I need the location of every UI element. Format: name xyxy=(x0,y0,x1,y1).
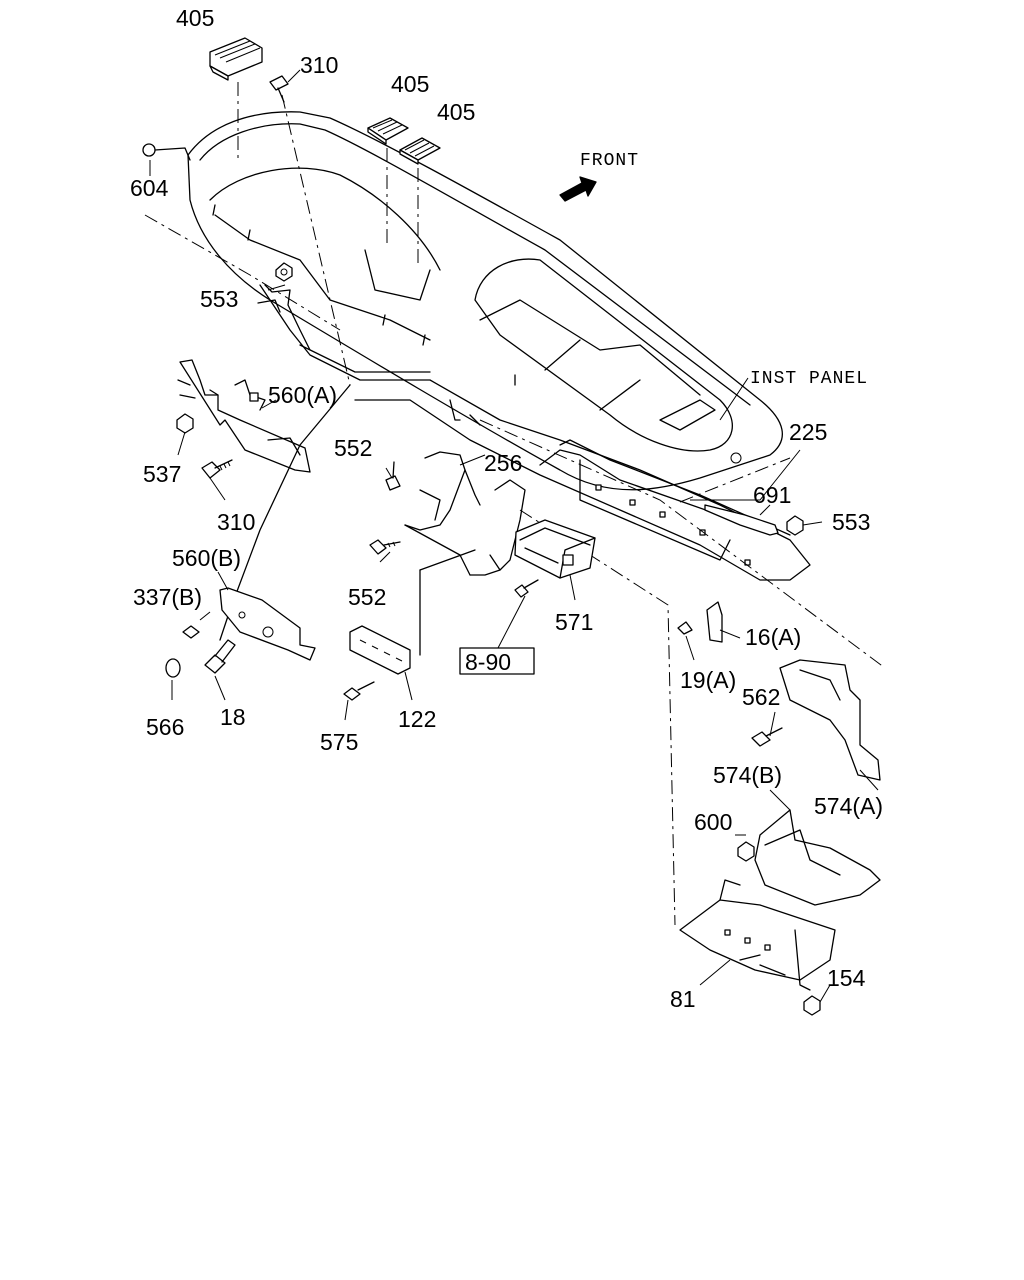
callout-16a: 16(A) xyxy=(745,624,801,650)
callout-537: 537 xyxy=(143,461,181,487)
clip-604 xyxy=(142,143,191,161)
bolt-337b xyxy=(182,625,200,639)
connector-122 xyxy=(349,549,476,675)
callout-8-90: 8-90 xyxy=(465,649,511,675)
bracket-81 xyxy=(679,879,836,991)
callout-574b: 574(B) xyxy=(713,762,782,788)
leader-lines xyxy=(149,69,879,1003)
callout-600: 600 xyxy=(694,809,732,835)
nut-537 xyxy=(176,413,194,434)
nut-600 xyxy=(737,841,755,862)
vent-405-top xyxy=(209,37,263,81)
callout-691: 691 xyxy=(753,482,791,508)
callout-604: 604 xyxy=(130,175,169,201)
callout-552-lower: 552 xyxy=(348,584,386,610)
cross-member xyxy=(259,284,811,581)
callout-310-top: 310 xyxy=(300,52,338,78)
bracket-16a xyxy=(706,601,723,643)
bracket-560a xyxy=(177,359,311,473)
bracket-560b xyxy=(219,587,316,661)
instrument-panel xyxy=(187,111,783,491)
reference-box-8-90 xyxy=(459,647,535,675)
screw-310-top xyxy=(269,75,289,103)
inst-panel-note: INST PANEL xyxy=(750,369,868,389)
trim-691 xyxy=(704,504,779,536)
callout-575: 575 xyxy=(320,729,358,755)
callout-560b: 560(B) xyxy=(172,545,241,571)
callout-553-upper: 553 xyxy=(200,286,238,312)
pocket-571 xyxy=(514,519,596,579)
callout-18: 18 xyxy=(220,704,246,730)
callout-19a: 19(A) xyxy=(680,667,736,693)
nut-553-right xyxy=(786,515,804,536)
bracket-574b xyxy=(754,809,881,906)
bracket-574a xyxy=(779,659,881,781)
o-ring-566 xyxy=(165,658,181,678)
screw-19a xyxy=(677,621,693,635)
callout-574a: 574(A) xyxy=(814,793,883,819)
bolt-552-lower xyxy=(369,539,401,555)
sensor-18 xyxy=(204,639,236,674)
callout-337b: 337(B) xyxy=(133,584,202,610)
callout-122: 122 xyxy=(398,706,436,732)
callout-labels: 405 310 405 405 604 553 560(A) 537 310 5… xyxy=(130,5,883,1012)
callout-405-middle: 405 xyxy=(391,71,429,97)
callout-154: 154 xyxy=(827,965,866,991)
callout-566: 566 xyxy=(146,714,184,740)
callout-562: 562 xyxy=(742,684,780,710)
front-arrow-icon xyxy=(559,176,597,202)
vent-405-right xyxy=(399,137,441,165)
nut-553-upper xyxy=(275,262,293,282)
callout-553-right: 553 xyxy=(832,509,870,535)
front-note: FRONT xyxy=(580,151,639,171)
callout-552-upper: 552 xyxy=(334,435,372,461)
callout-571: 571 xyxy=(555,609,593,635)
screw-575 xyxy=(343,681,375,701)
callout-256: 256 xyxy=(484,450,522,476)
callout-405-right: 405 xyxy=(437,99,475,125)
vent-405-left xyxy=(367,117,409,145)
callout-310-lower: 310 xyxy=(217,509,255,535)
bolt-562 xyxy=(751,727,783,747)
bolt-310-lower xyxy=(201,459,233,479)
callout-225: 225 xyxy=(789,419,827,445)
bracket-near-553 xyxy=(257,284,311,351)
bolt-552-upper xyxy=(385,461,401,491)
callout-405-top: 405 xyxy=(176,5,214,31)
screw-8-90 xyxy=(514,579,539,598)
callout-560a: 560(A) xyxy=(268,382,337,408)
callout-81: 81 xyxy=(670,986,696,1012)
nut-154 xyxy=(803,995,821,1016)
